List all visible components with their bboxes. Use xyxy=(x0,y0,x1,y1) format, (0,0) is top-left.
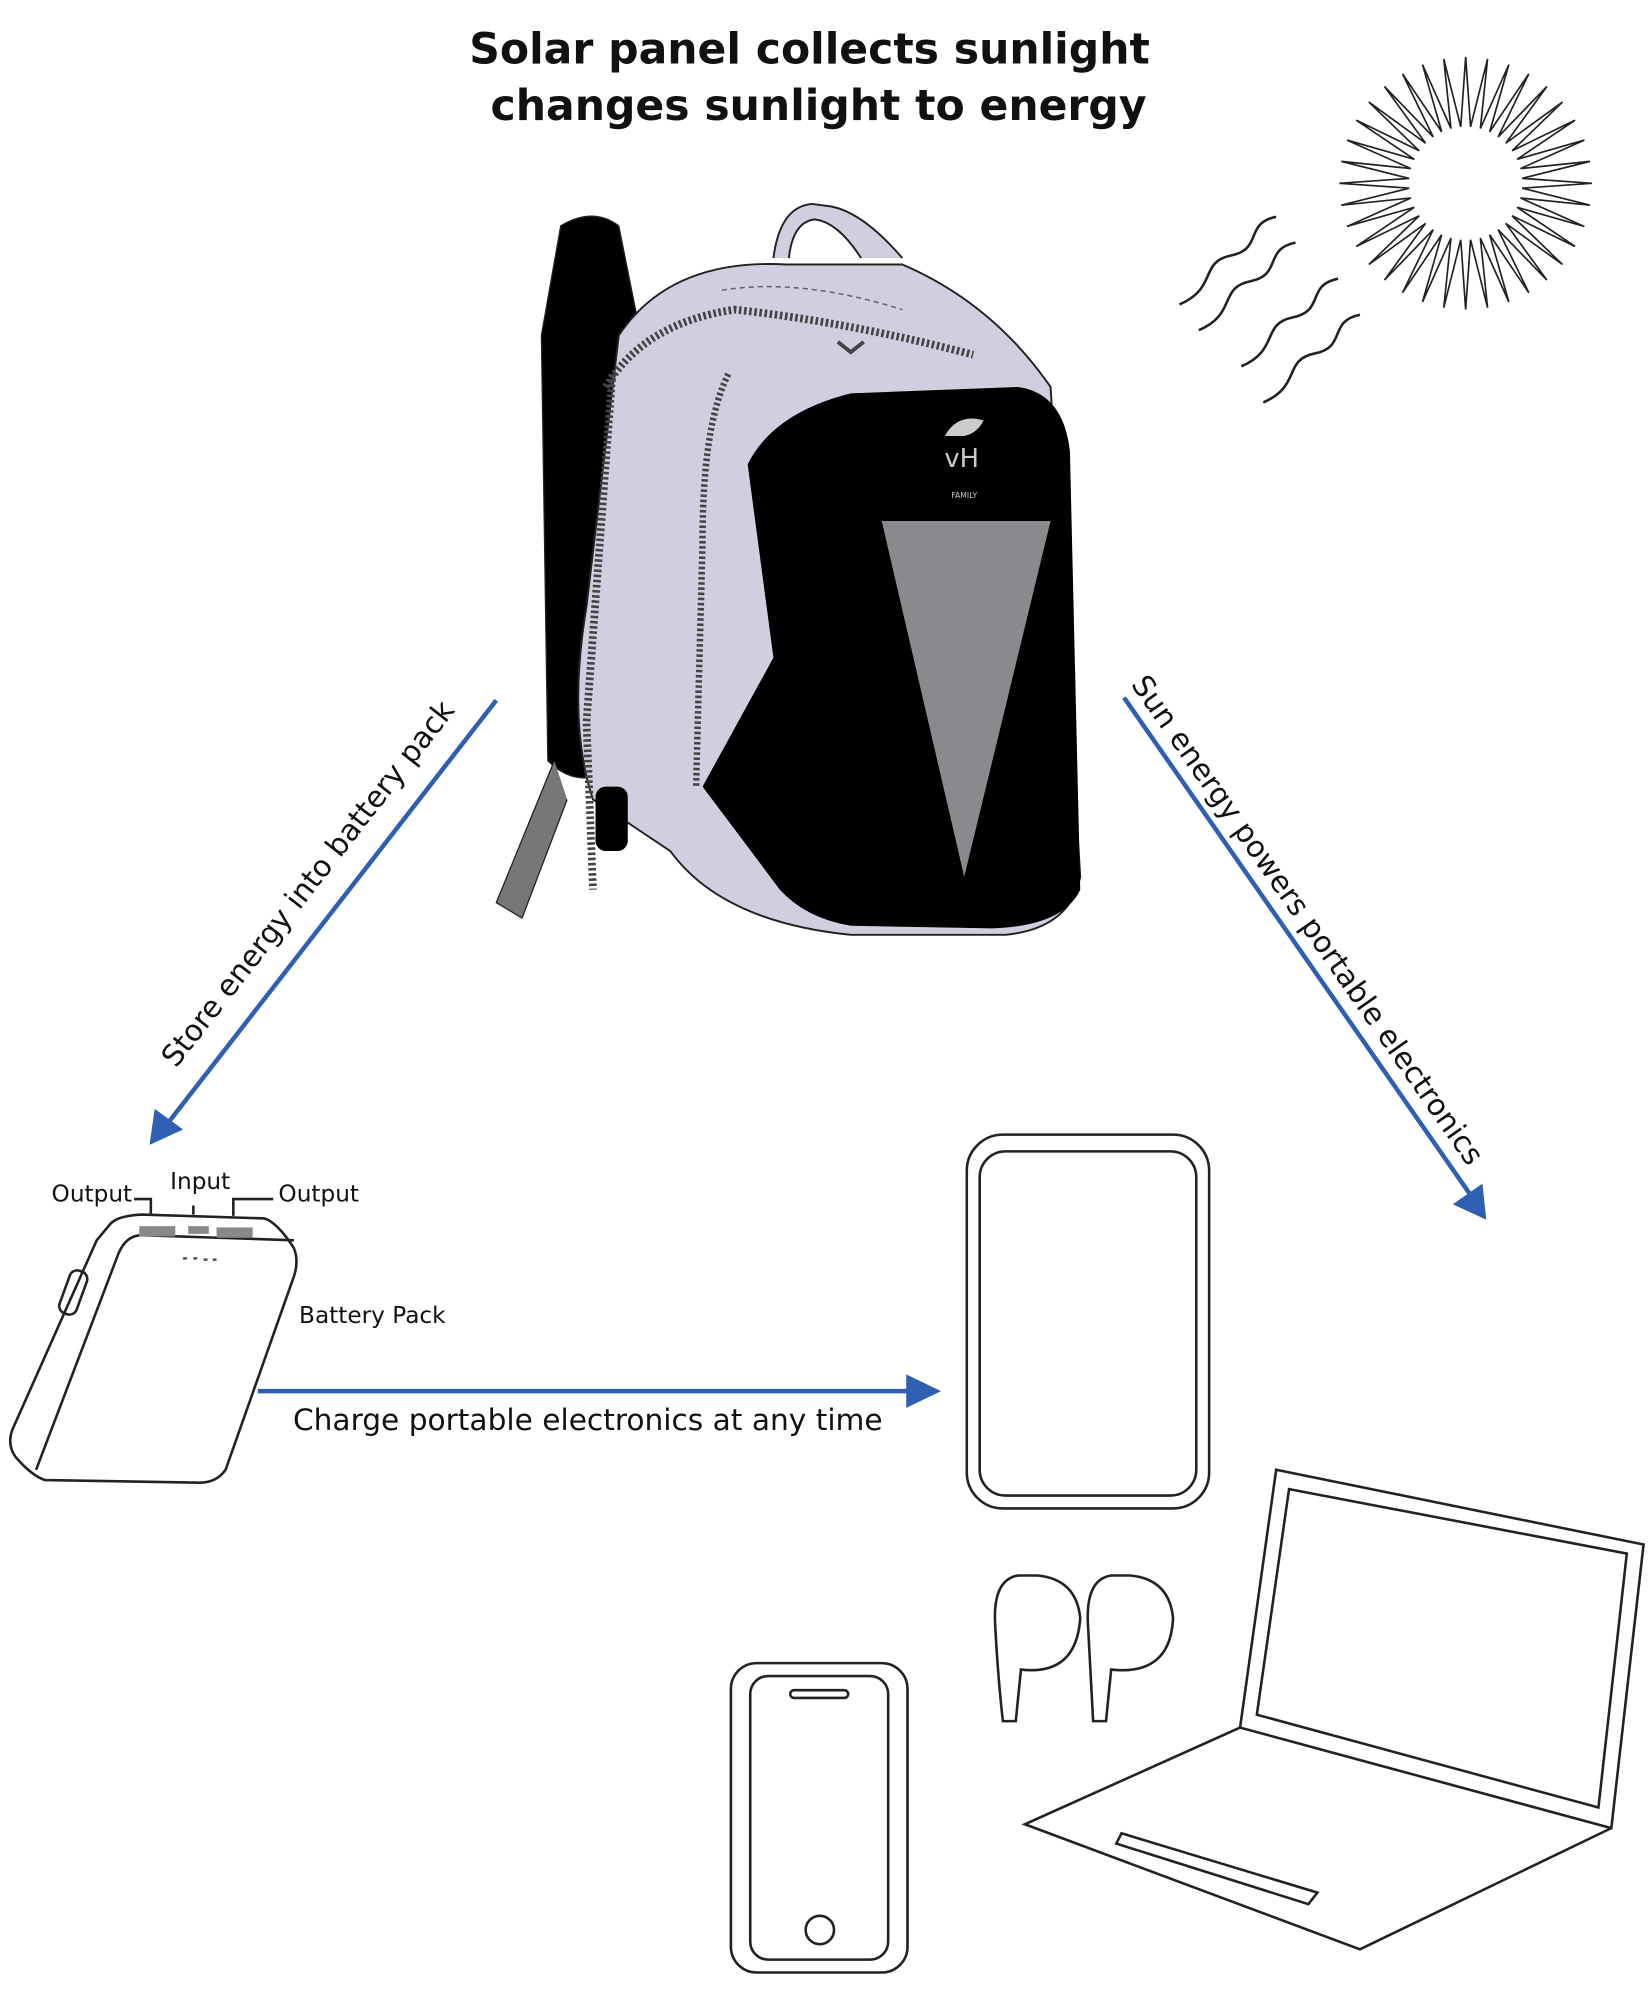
label-output-right: Output xyxy=(278,1181,359,1208)
heat-waves-icon xyxy=(1178,215,1361,404)
label-charge-anytime: Charge portable electronics at any time xyxy=(293,1402,883,1437)
sun-icon xyxy=(1339,56,1593,310)
port-callouts xyxy=(134,1197,274,1216)
backpack-logo-subtext: FAMILY xyxy=(951,491,977,500)
battery-pack-illustration xyxy=(8,1213,298,1484)
laptop-icon xyxy=(1021,1468,1645,1951)
backpack-illustration: vH FAMILY xyxy=(495,202,1082,936)
title-line-2: changes sunlight to energy xyxy=(491,82,1147,131)
tablet-icon xyxy=(965,1133,1211,1510)
sun-rays xyxy=(1339,56,1593,310)
arrow-battery-to-devices xyxy=(257,1374,942,1408)
label-input: Input xyxy=(170,1168,230,1195)
arrow-to-battery xyxy=(149,698,499,1145)
earbuds-icon xyxy=(993,1574,1175,1723)
smartphone-icon xyxy=(729,1661,909,1974)
label-output-left: Output xyxy=(52,1181,133,1208)
arrow-to-devices xyxy=(1122,696,1487,1220)
label-sun-powers: Sun energy powers portable electronics xyxy=(1125,668,1492,1171)
battery-pack-label: Battery Pack xyxy=(299,1302,446,1329)
backpack-logo: vH xyxy=(944,444,979,474)
title-line-1: Solar panel collects sunlight xyxy=(469,25,1150,74)
label-store-energy: Store energy into battery pack xyxy=(154,693,462,1073)
